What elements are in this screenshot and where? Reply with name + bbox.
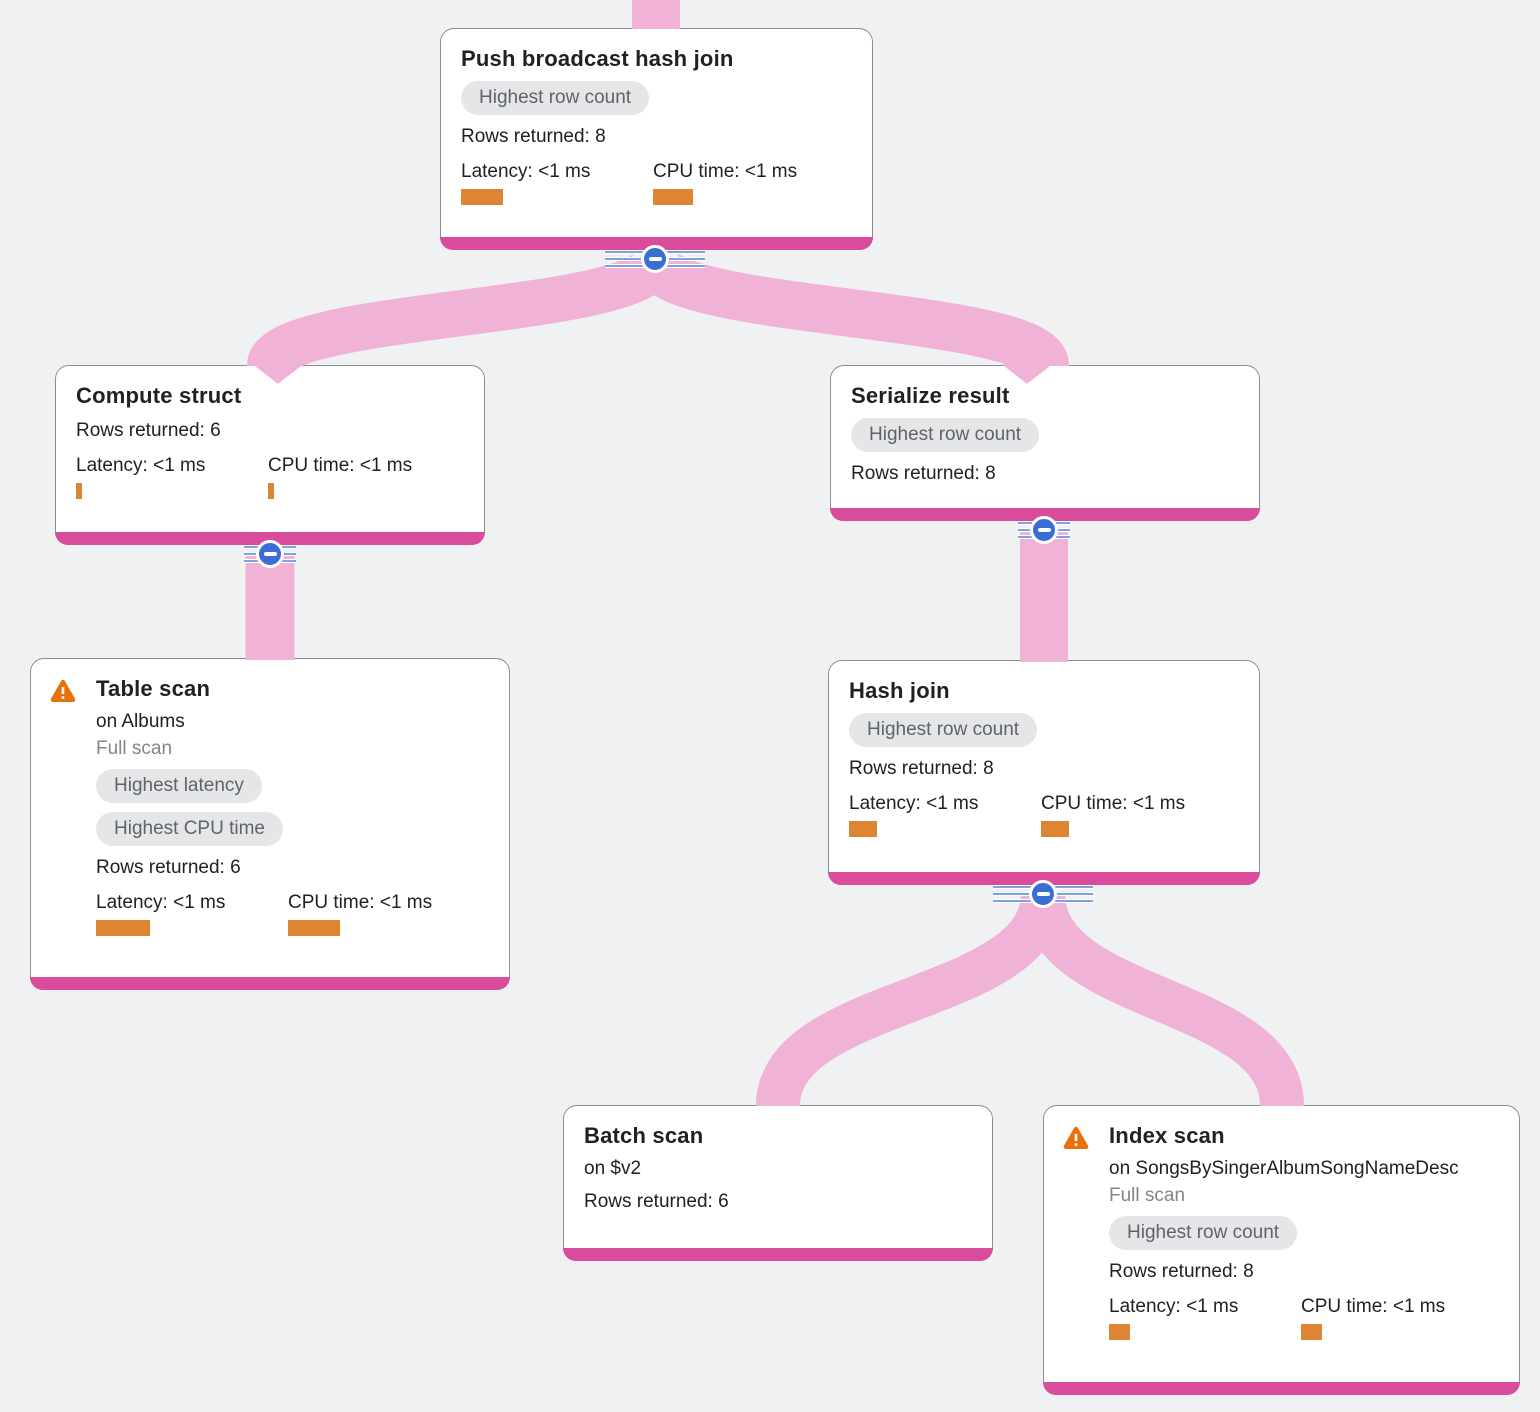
node-title: Hash join — [849, 678, 950, 703]
badge-highest-row-count: Highest row count — [461, 81, 650, 115]
collapse-button-compute-struct[interactable] — [244, 540, 296, 568]
latency-bar — [849, 821, 877, 837]
cpu-time-label: CPU time: <1 ms — [268, 455, 413, 476]
node-title: Table scan — [96, 676, 211, 701]
latency-label: Latency: <1 ms — [849, 793, 979, 814]
cpu-time-bar — [288, 920, 340, 936]
collapse-button-hash-join[interactable] — [993, 880, 1093, 908]
badge-highest-latency: Highest latency — [96, 769, 262, 803]
badge-highest-row-count: Highest row count — [851, 418, 1040, 452]
badge-highest-row-count: Highest row count — [849, 713, 1038, 747]
latency-label: Latency: <1 ms — [76, 455, 206, 476]
collapse-button-push-broadcast-hash-join[interactable] — [605, 245, 705, 273]
node-scan-type: Full scan — [96, 738, 173, 759]
plan-node-compute-struct[interactable]: Compute struct Rows returned: 6 Latency:… — [55, 365, 485, 545]
rows-returned: Rows returned: 8 — [851, 463, 996, 484]
minus-icon — [1029, 880, 1057, 908]
edge-to-index-scan — [1021, 892, 1304, 1108]
cpu-time-bar — [1041, 821, 1069, 837]
node-scan-type: Full scan — [1109, 1185, 1186, 1206]
latency-label: Latency: <1 ms — [461, 161, 591, 182]
node-accent-bar — [1043, 1382, 1520, 1395]
edge-to-serialize-result — [631, 249, 1069, 376]
node-title: Serialize result — [851, 383, 1010, 408]
latency-label: Latency: <1 ms — [96, 892, 226, 913]
minus-icon — [256, 540, 284, 568]
latency-bar — [76, 483, 82, 499]
rows-returned: Rows returned: 6 — [584, 1191, 729, 1212]
plan-node-serialize-result[interactable]: Serialize result Highest row count Rows … — [830, 365, 1260, 521]
warning-icon — [1063, 1126, 1089, 1149]
plan-node-hash-join[interactable]: Hash join Highest row count Rows returne… — [828, 660, 1260, 885]
rows-returned: Rows returned: 6 — [76, 420, 221, 441]
node-accent-bar — [55, 532, 485, 545]
badge-highest-row-count: Highest row count — [1109, 1216, 1298, 1250]
latency-label: Latency: <1 ms — [1109, 1296, 1239, 1317]
cpu-time-label: CPU time: <1 ms — [1041, 793, 1186, 814]
node-accent-bar — [30, 977, 510, 990]
node-title: Index scan — [1109, 1123, 1225, 1148]
latency-bar — [96, 920, 150, 936]
node-target: on SongsBySingerAlbumSongNameDesc — [1109, 1158, 1459, 1179]
cpu-time-label: CPU time: <1 ms — [653, 161, 798, 182]
minus-icon — [1030, 516, 1058, 544]
edge-to-batch-scan — [756, 891, 1065, 1109]
node-target: on Albums — [96, 711, 185, 732]
plan-node-index-scan[interactable]: Index scan on SongsBySingerAlbumSongName… — [1043, 1105, 1520, 1395]
plan-node-push-broadcast-hash-join[interactable]: Push broadcast hash join Highest row cou… — [440, 28, 873, 250]
minus-icon — [641, 245, 669, 273]
node-title: Compute struct — [76, 383, 242, 408]
plan-node-table-scan[interactable]: Table scan on Albums Full scan Highest l… — [30, 658, 510, 990]
edge-to-compute-struct — [247, 250, 678, 376]
cpu-time-bar — [1301, 1324, 1322, 1340]
rows-returned: Rows returned: 6 — [96, 857, 241, 878]
warning-icon — [50, 679, 76, 702]
rows-returned: Rows returned: 8 — [849, 758, 994, 779]
collapse-button-serialize-result[interactable] — [1018, 516, 1070, 544]
rows-returned: Rows returned: 8 — [461, 126, 606, 147]
node-accent-bar — [563, 1248, 993, 1261]
latency-bar — [1109, 1324, 1130, 1340]
latency-bar — [461, 189, 503, 205]
cpu-time-bar — [653, 189, 693, 205]
edge-root-stub — [632, 0, 680, 29]
cpu-time-label: CPU time: <1 ms — [288, 892, 433, 913]
node-title: Push broadcast hash join — [461, 46, 734, 71]
cpu-time-label: CPU time: <1 ms — [1301, 1296, 1446, 1317]
node-title: Batch scan — [584, 1123, 704, 1148]
node-accent-bar — [830, 508, 1260, 521]
badge-highest-cpu-time: Highest CPU time — [96, 812, 283, 846]
plan-node-batch-scan[interactable]: Batch scan on $v2 Rows returned: 6 — [563, 1105, 993, 1261]
node-accent-bar — [828, 872, 1260, 885]
cpu-time-bar — [268, 483, 274, 499]
rows-returned: Rows returned: 8 — [1109, 1261, 1254, 1282]
node-accent-bar — [440, 237, 873, 250]
node-target: on $v2 — [584, 1158, 642, 1179]
